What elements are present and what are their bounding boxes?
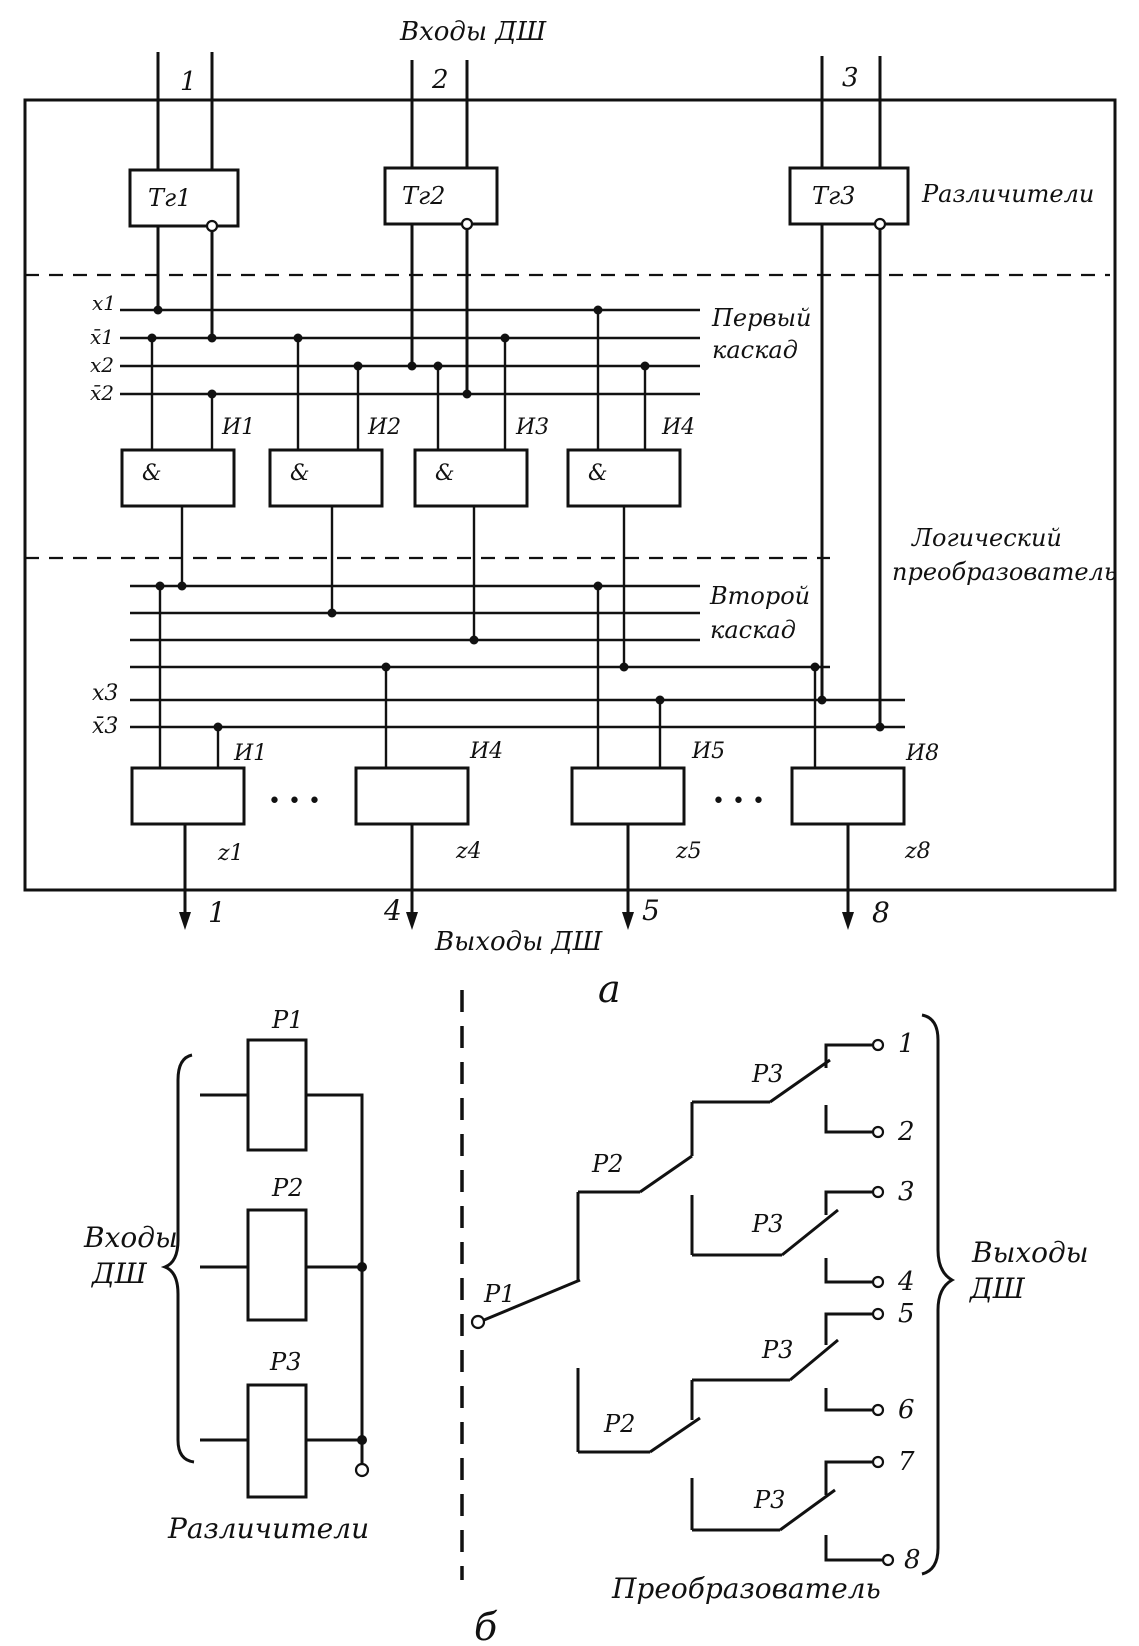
input-number-2: 2 [431, 65, 449, 95]
outputs-label-line1: Выходы [971, 1236, 1089, 1269]
output-number-8: 8 [872, 896, 890, 929]
relay-1-label: Р1 [271, 1006, 303, 1034]
contact-tree [470, 1038, 895, 1567]
relay-2-label: Р2 [271, 1174, 303, 1202]
stage1-gate-2-symbol: & [290, 461, 310, 486]
stage1-label-line2: каскад [712, 336, 798, 364]
stage1-gate-1: & И1 [120, 415, 255, 508]
caption-b: б [474, 1605, 498, 1646]
stage1-gate-1-label: И1 [221, 415, 255, 440]
bus-x2-label: x2 [90, 353, 114, 377]
bus-nx1-label: x̄1 [90, 325, 114, 349]
discriminators-label-b: Различители [167, 1512, 369, 1545]
stage1-gate-4-symbol: & [588, 461, 608, 486]
input-number-1: 1 [180, 67, 197, 97]
b-output-5: 5 [898, 1299, 915, 1329]
stage2-gate-4-label: И4 [469, 739, 503, 764]
logic-label-line1: Логический [911, 524, 1062, 552]
discriminators-label-a: Различители [921, 180, 1094, 208]
output-number-5: 5 [642, 894, 660, 927]
inputs-brace [160, 1053, 195, 1464]
stage2-gate-8: И8 [790, 741, 939, 826]
stage1-gate-4-label: И4 [661, 415, 695, 440]
b-output-3: 3 [898, 1177, 915, 1207]
ellipsis-left: • • • [268, 789, 321, 814]
stage1-gate-1-symbol: & [142, 461, 162, 486]
first-stage-taps [147, 305, 650, 450]
relay-3: Р3 [246, 1348, 308, 1499]
trigger-1-label: Тг1 [148, 184, 191, 212]
stage2-label-line2: каскад [710, 616, 796, 644]
relay-1: Р1 [246, 1006, 308, 1152]
relay-2: Р2 [246, 1174, 308, 1322]
output-z5: z5 [675, 839, 702, 864]
output-z8: z8 [904, 839, 931, 864]
outputs-title: Выходы ДШ [434, 927, 604, 957]
bus-nx2-label: x̄2 [90, 381, 114, 405]
output-number-4: 4 [383, 894, 402, 927]
contact-p3-2-label: Р3 [751, 1210, 783, 1238]
output-z4: z4 [455, 839, 482, 864]
trigger-3-label: Тг3 [812, 182, 855, 210]
contact-p2-upper-label: Р2 [591, 1150, 623, 1178]
stage1-gate-2: & И2 [268, 415, 401, 508]
stage1-gate-3: & И3 [413, 415, 549, 508]
stage2-gate-1: И1 [130, 741, 267, 826]
output-number-1: 1 [208, 896, 226, 929]
input-number-3: 3 [842, 63, 859, 93]
contact-p3-1-label: Р3 [751, 1060, 783, 1088]
trigger-output-wires [156, 224, 882, 727]
inputs-title: Входы ДШ [399, 17, 547, 47]
stage1-label-line1: Первый [711, 304, 811, 332]
bus-x1-label: x1 [92, 291, 116, 315]
trigger-2: Тг2 [383, 166, 499, 231]
stage1-gate-3-symbol: & [435, 461, 455, 486]
diagram-a: Входы ДШ 1 2 3 Тг1 Тг2 Тг3 [23, 17, 1117, 1011]
trigger-3: Тг3 [788, 166, 910, 231]
stage2-gate-5: И5 [570, 739, 725, 826]
outputs-brace [921, 1013, 956, 1576]
output-z1: z1 [217, 841, 244, 866]
b-output-7: 7 [898, 1447, 915, 1477]
contact-p3-4-label: Р3 [753, 1486, 785, 1514]
stage2-gate-5-label: И5 [691, 739, 725, 764]
contact-p1-label: Р1 [483, 1280, 515, 1308]
input-wires [156, 52, 882, 170]
stage1-gate-3-label: И3 [515, 415, 549, 440]
second-stage-taps [155, 581, 885, 768]
contact-p2-lower-label: Р2 [603, 1410, 635, 1438]
logic-label-line2: преобразователь [892, 558, 1117, 586]
b-output-2: 2 [897, 1117, 915, 1147]
bus-x3-label: x3 [92, 681, 118, 706]
bus-nx3-label: x̄3 [92, 714, 118, 739]
outputs-label-line2: ДШ [968, 1272, 1026, 1305]
b-output-4: 4 [897, 1267, 915, 1297]
second-stage-buses [130, 584, 905, 729]
contact-p3-3-label: Р3 [761, 1336, 793, 1364]
diagram-b: Р1 Р2 Р3 Входы ДШ Различители [83, 990, 1089, 1646]
stage2-label-line1: Второй [709, 582, 810, 610]
outer-frame [23, 98, 1117, 892]
stage1-output-wires [177, 506, 629, 672]
relay-3-label: Р3 [269, 1348, 301, 1376]
stage2-gate-8-label: И8 [905, 741, 939, 766]
ellipsis-right: • • • [712, 789, 765, 814]
stage1-gate-4: & И4 [566, 415, 695, 508]
caption-a: а [598, 967, 621, 1011]
stage2-gate-4: И4 [354, 739, 503, 826]
first-stage-buses [120, 308, 700, 396]
trigger-2-label: Тг2 [402, 182, 445, 210]
stage1-gate-2-label: И2 [367, 415, 401, 440]
b-output-6: 6 [898, 1395, 915, 1425]
inputs-label-line2: ДШ [90, 1257, 148, 1290]
b-output-8: 8 [904, 1545, 921, 1575]
stage2-gate-1-label: И1 [233, 741, 267, 766]
b-output-1: 1 [898, 1029, 915, 1059]
trigger-1: Тг1 [128, 168, 240, 233]
converter-label: Преобразователь [611, 1572, 881, 1605]
relay-wiring [200, 1093, 370, 1478]
inputs-label-line1: Входы [83, 1221, 178, 1254]
output-wires [179, 824, 854, 930]
